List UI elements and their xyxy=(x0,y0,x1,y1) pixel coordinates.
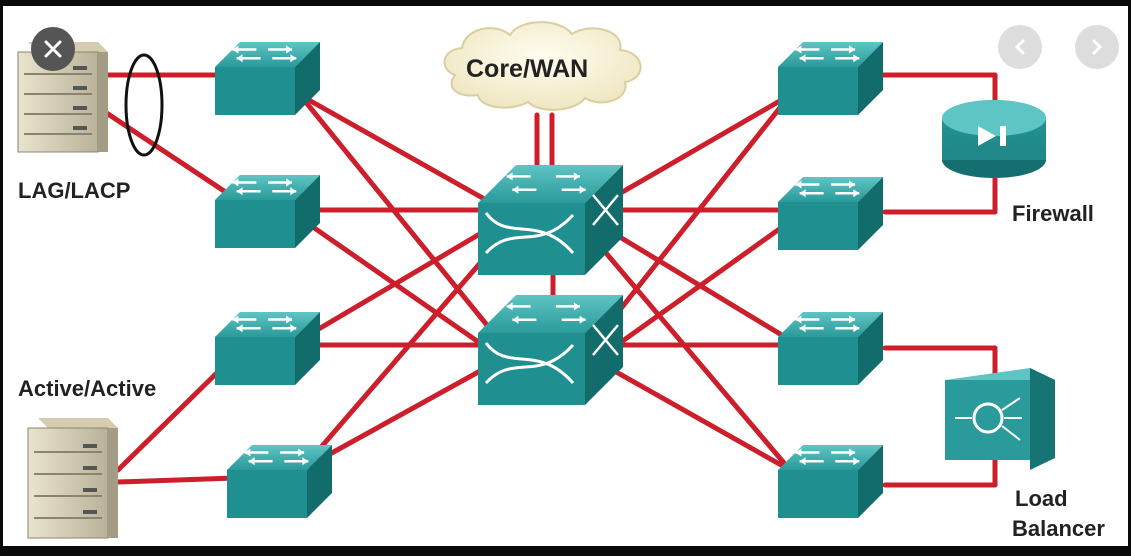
lag-ellipse xyxy=(124,53,164,157)
switch-left-3 xyxy=(215,312,320,385)
active-active-label: Active/Active xyxy=(18,376,157,401)
server-bottom xyxy=(27,418,118,539)
load-balancer-device xyxy=(945,368,1055,470)
load-balancer-label-line2: Balancer xyxy=(1012,516,1105,541)
chevron-right-icon xyxy=(1092,39,1103,55)
switch-left-4 xyxy=(227,445,332,518)
load-balancer-label-line1: Load xyxy=(1015,486,1068,511)
firewall-device xyxy=(942,100,1046,178)
core-wan-cloud xyxy=(443,21,642,111)
close-icon xyxy=(44,40,62,58)
links xyxy=(102,72,998,488)
core-switches xyxy=(478,165,623,405)
previous-button[interactable] xyxy=(998,25,1042,69)
switch-right-1 xyxy=(778,42,883,115)
core-switch-top xyxy=(478,165,623,275)
lag-lacp-label: LAG/LACP xyxy=(18,178,131,203)
core-switch-bottom xyxy=(478,295,623,405)
switch-right-3 xyxy=(778,312,883,385)
switch-left-2 xyxy=(215,175,320,248)
firewall-label: Firewall xyxy=(1012,201,1094,226)
access-switches xyxy=(215,42,883,518)
close-button[interactable] xyxy=(31,27,75,71)
switch-right-2 xyxy=(778,177,883,250)
core-wan-label: Core/WAN xyxy=(466,55,589,83)
switch-right-4 xyxy=(778,445,883,518)
chevron-left-icon xyxy=(1014,39,1025,55)
switch-left-1 xyxy=(215,42,320,115)
next-button[interactable] xyxy=(1075,25,1119,69)
